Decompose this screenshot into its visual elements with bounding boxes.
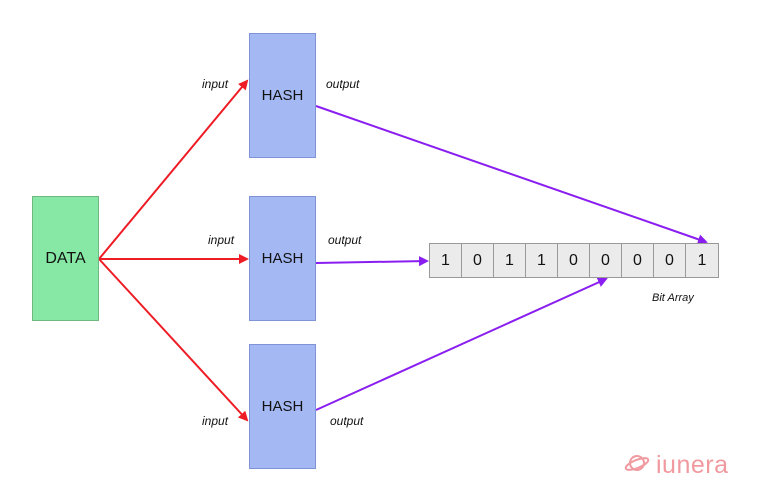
output-arrow-1 bbox=[315, 105, 708, 245]
bit-cell: 0 bbox=[558, 244, 590, 277]
bit-cell: 0 bbox=[462, 244, 494, 277]
hash-node-label: HASH bbox=[261, 87, 304, 104]
hash-node-3: HASH bbox=[249, 344, 316, 469]
hash-node-label: HASH bbox=[261, 250, 304, 267]
output-label-1: output bbox=[326, 77, 360, 91]
data-node: DATA bbox=[32, 196, 99, 321]
bit-cell: 1 bbox=[697, 251, 707, 269]
iunera-logo: iunera bbox=[624, 452, 729, 479]
hash-node-label: HASH bbox=[261, 398, 304, 415]
bit-cell: 0 bbox=[654, 244, 686, 277]
bit-cell: 0 bbox=[590, 244, 622, 277]
output-label-2: output bbox=[328, 233, 362, 247]
bit-array: 1 0 1 1 0 0 0 0 1 bbox=[429, 243, 719, 278]
hash-node-1: HASH bbox=[249, 33, 316, 158]
hash-node-2: HASH bbox=[249, 196, 316, 321]
output-arrow-3 bbox=[315, 277, 608, 411]
output-label-3: output bbox=[330, 414, 364, 428]
input-label-3: input bbox=[202, 414, 229, 428]
bit-array-label: Bit Array bbox=[652, 292, 694, 304]
data-node-label: DATA bbox=[45, 249, 86, 267]
planet-icon bbox=[624, 452, 650, 479]
input-label-2: input bbox=[208, 233, 235, 247]
bit-cell: 1 bbox=[430, 244, 462, 277]
output-arrow-2 bbox=[315, 256, 429, 267]
bit-cell: 1 bbox=[494, 244, 526, 277]
input-arrow-1 bbox=[98, 79, 249, 260]
input-label-1: input bbox=[202, 77, 229, 91]
input-arrow-3 bbox=[98, 258, 249, 422]
bit-cell: 0 bbox=[622, 244, 654, 277]
logo-text: iunera bbox=[656, 451, 729, 479]
bit-cell: 1 bbox=[526, 244, 558, 277]
